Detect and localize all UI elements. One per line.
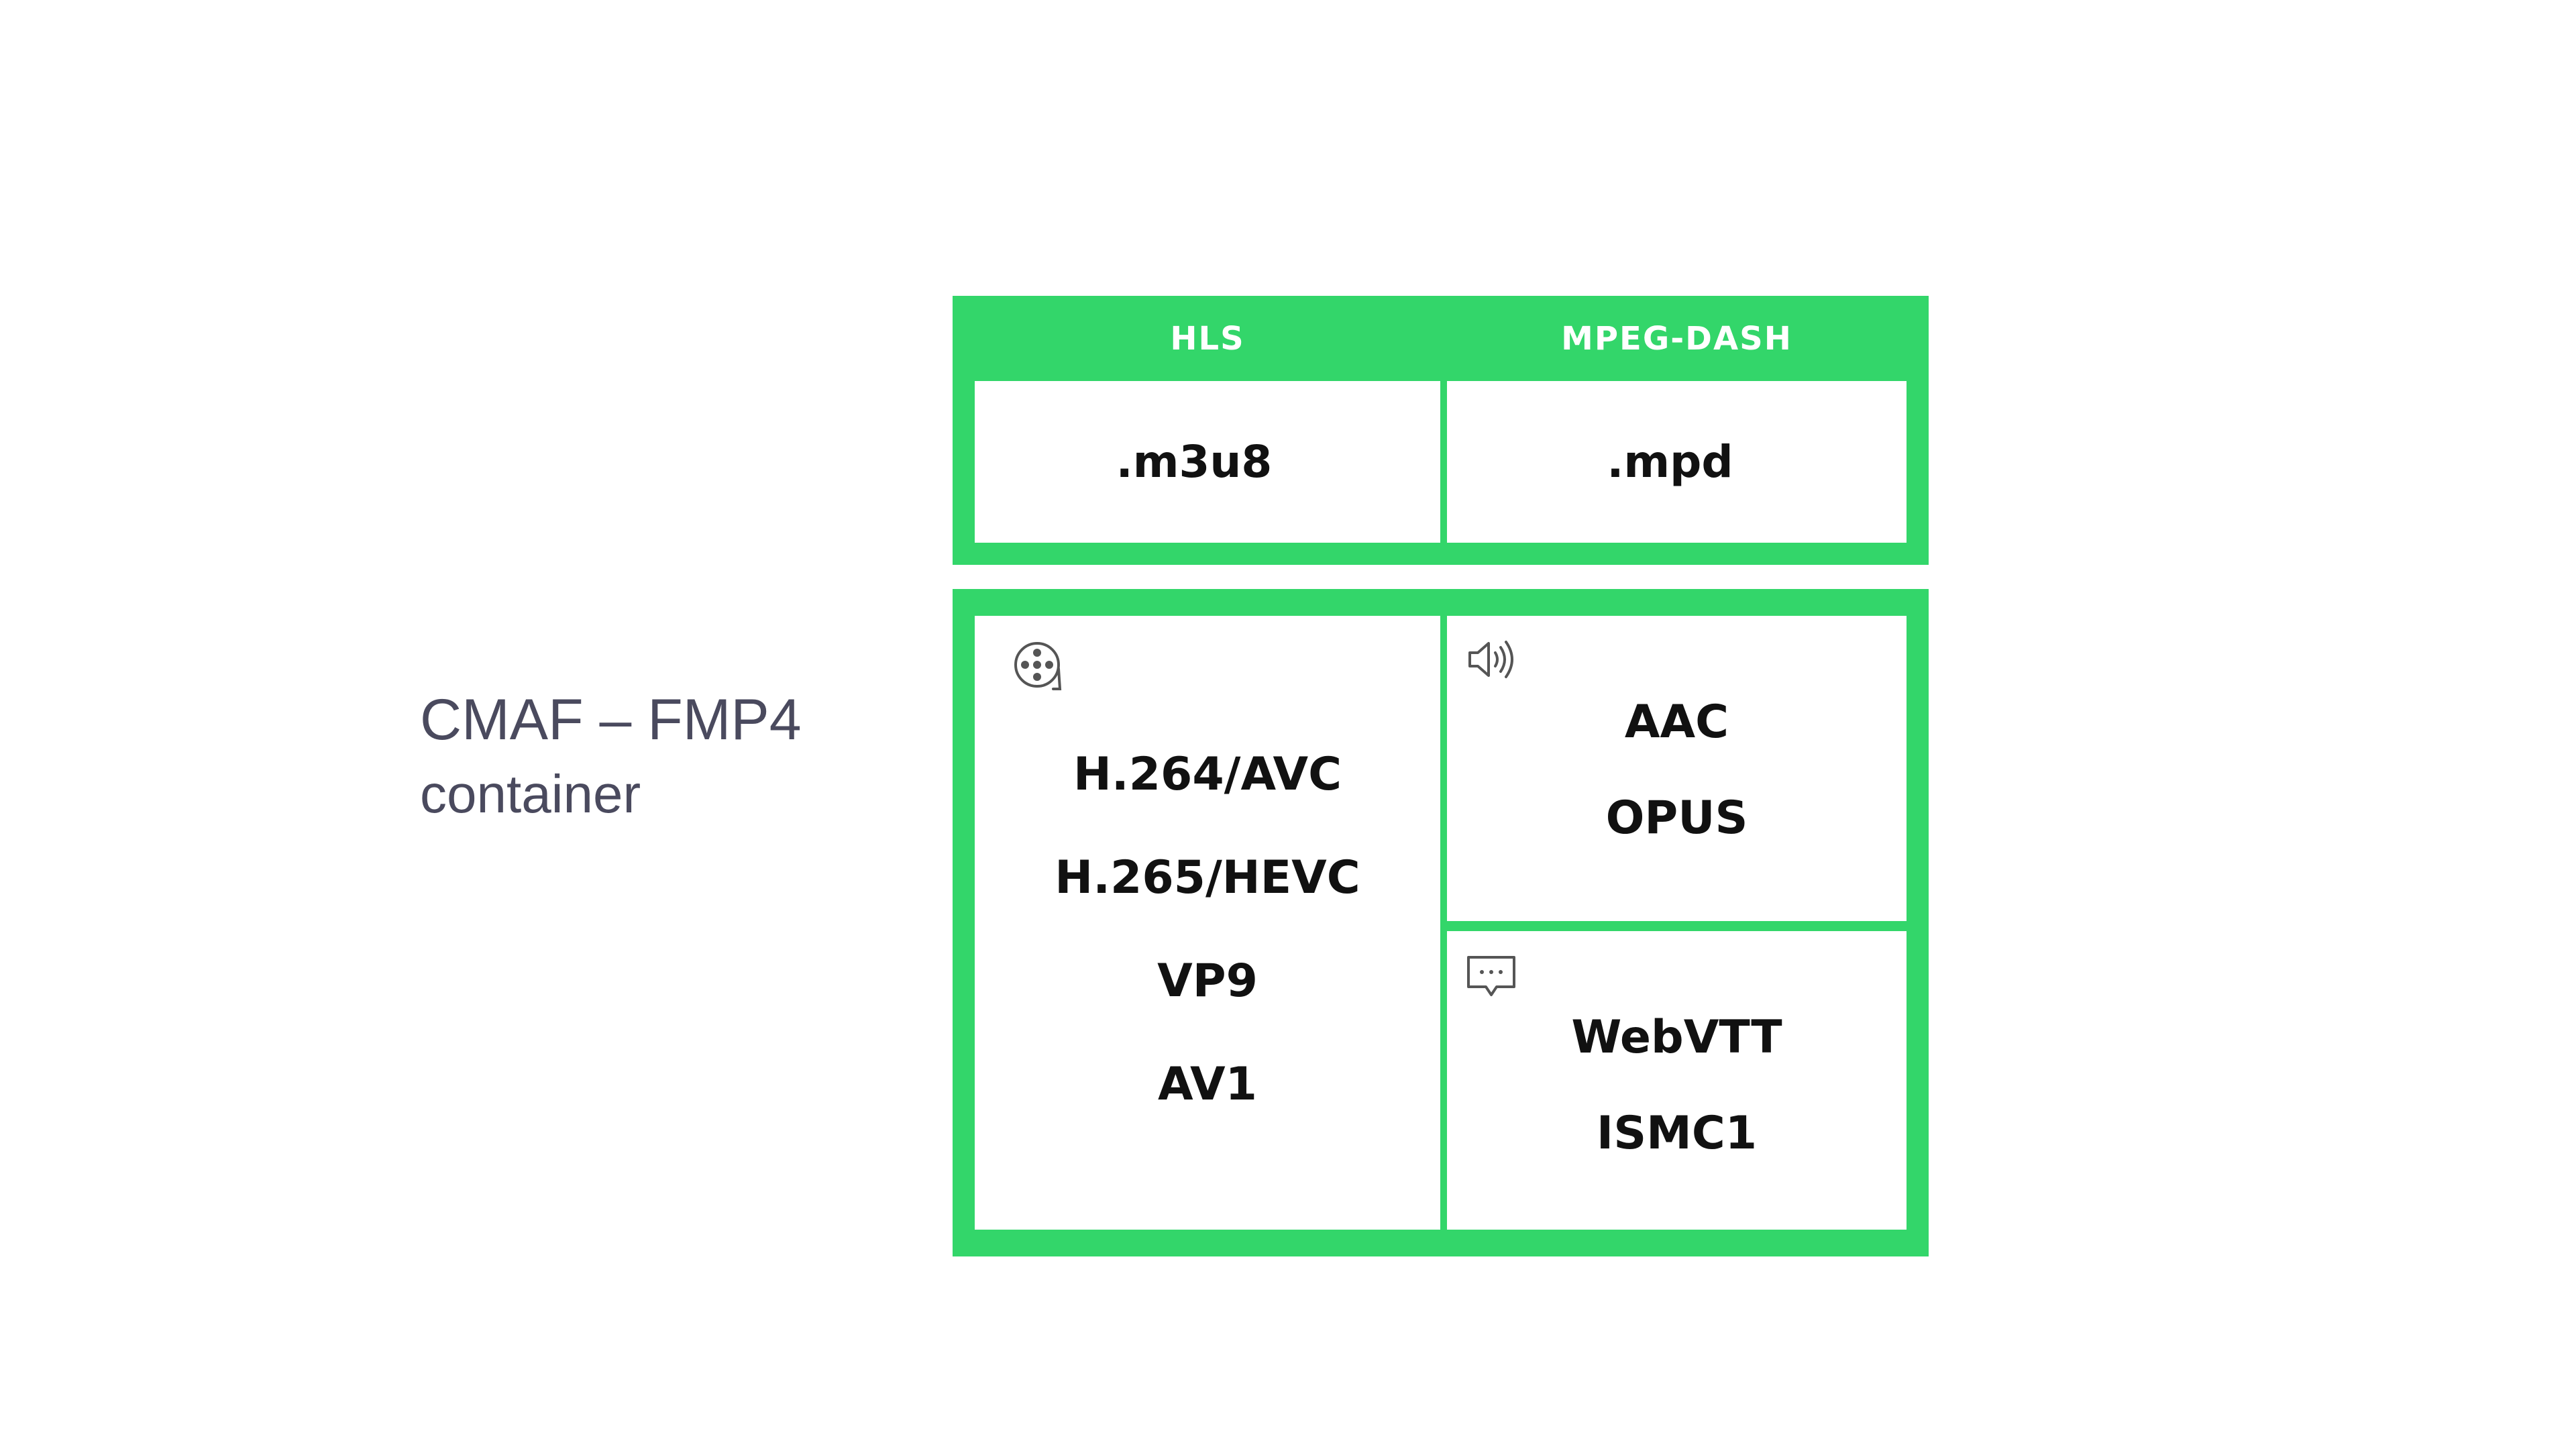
video-codec-item: VP9 [1157, 955, 1258, 1008]
speaker-icon [1464, 633, 1518, 686]
hls-extension: .m3u8 [1116, 436, 1273, 488]
video-codec-list: H.264/AVC H.265/HEVC VP9 AV1 [975, 752, 1440, 1165]
text-codec-item: WebVTT [1571, 1011, 1782, 1064]
video-codec-item: AV1 [1158, 1058, 1257, 1111]
text-codecs-cell: WebVTT ISMC1 [1447, 931, 1907, 1230]
video-codec-item: H.264/AVC [1073, 748, 1342, 801]
container-label: CMAF – FMP4 container [420, 691, 802, 821]
video-codec-item: H.265/HEVC [1055, 851, 1360, 904]
mpeg-dash-header: MPEG-DASH [1561, 319, 1792, 358]
chat-bubble-icon [1464, 948, 1518, 1002]
codec-box: H.264/AVC H.265/HEVC VP9 AV1 AAC OPUS [953, 589, 1929, 1256]
audio-codec-item: AAC [1624, 696, 1729, 749]
container-subtitle: container [420, 764, 641, 824]
dash-extension: .mpd [1607, 436, 1733, 488]
text-codec-list: WebVTT ISMC1 [1447, 1015, 1907, 1207]
audio-codec-item: OPUS [1605, 792, 1748, 845]
protocol-box: HLS MPEG-DASH .m3u8 .mpd [953, 296, 1929, 565]
audio-codecs-cell: AAC OPUS [1447, 616, 1907, 921]
audio-codec-list: AAC OPUS [1447, 700, 1907, 892]
hls-header: HLS [1170, 319, 1245, 358]
text-codec-item: ISMC1 [1596, 1107, 1758, 1160]
video-codecs-cell: H.264/AVC H.265/HEVC VP9 AV1 [975, 616, 1440, 1230]
dash-manifest-cell: .mpd [1447, 381, 1907, 543]
hls-manifest-cell: .m3u8 [975, 381, 1440, 543]
container-title: CMAF – FMP4 [420, 688, 802, 752]
film-reel-icon [1012, 639, 1065, 693]
